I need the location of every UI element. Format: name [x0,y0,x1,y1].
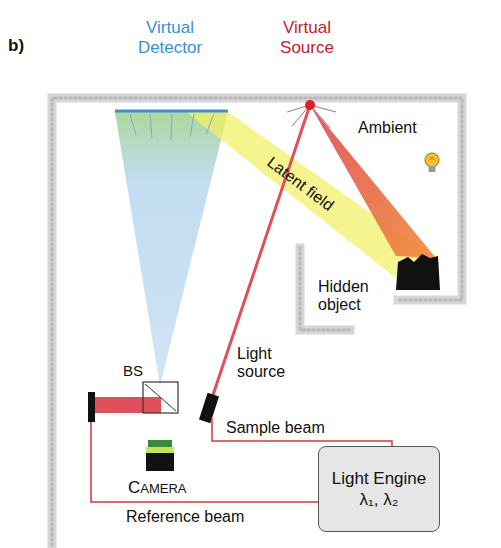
illumination-cone [310,105,436,258]
hidden-object [396,254,440,290]
sample-beam-label: Sample beam [226,419,325,437]
detector-cone [115,112,228,386]
camera-label: CAMERA [128,478,187,498]
sample-fibre [212,418,392,446]
light-source-device [199,393,219,423]
panel-letter: b) [8,36,24,56]
source-label: Virtual Source [262,18,352,57]
reference-beam-bar [95,397,161,413]
virtual-source-dot [305,100,315,110]
beam-splitter-plate [145,384,176,411]
detector-rays [130,114,214,140]
ambient-label: Ambient [358,119,417,137]
reference-beam-label: Reference beam [126,508,244,526]
virtual-detector-line [115,110,228,113]
detector-label: Virtual Detector [125,18,215,57]
camera-icon [146,440,174,471]
laser-beam [212,105,310,398]
mirror [88,392,95,422]
wall [52,98,462,545]
hidden-object-label: Hidden object [318,278,390,315]
bulb-icon [425,153,439,172]
latent-band [186,112,434,286]
light-engine-box: Light Engine λ₁, λ₂ [318,446,440,532]
bs-label: BS [123,362,143,379]
beam-splitter [143,382,178,413]
light-source-label: Light source [237,345,299,382]
node-text: Light Engine λ₁, λ₂ [327,468,431,511]
